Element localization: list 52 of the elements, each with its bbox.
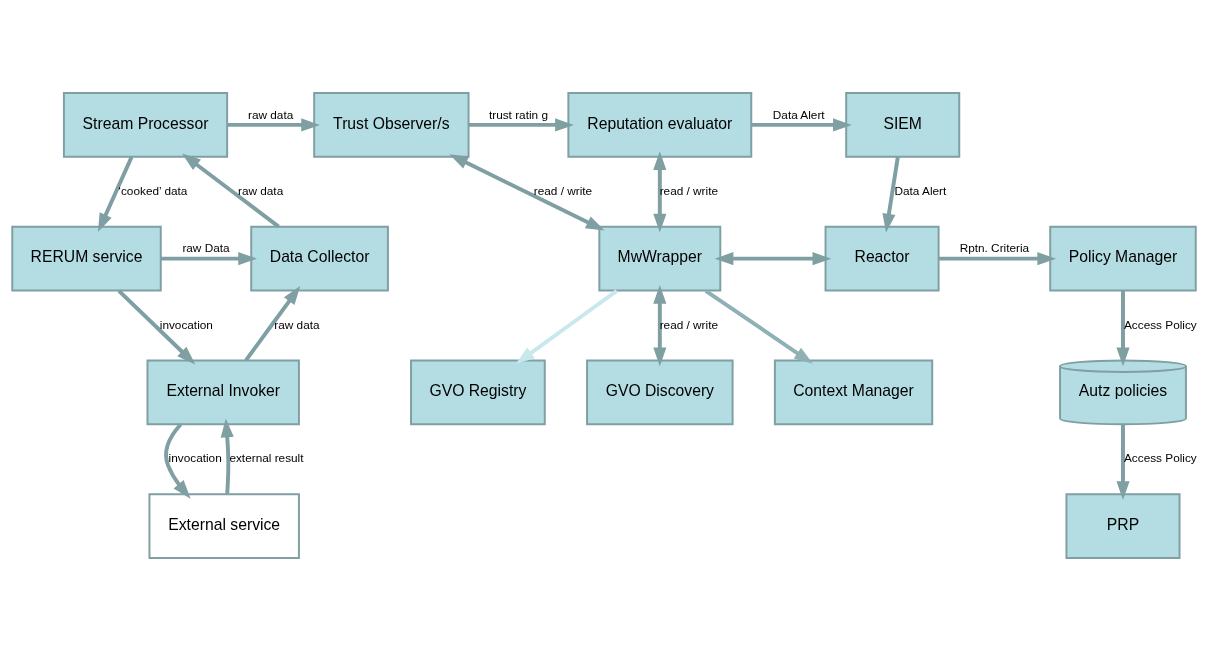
arrow — [449, 153, 605, 231]
edge-label: read / write — [659, 183, 719, 198]
node-box: Trust Observer/s — [313, 91, 470, 158]
edge-label: Access Policy — [1123, 450, 1197, 465]
edge-label: invocation — [159, 317, 213, 332]
arrow — [468, 117, 574, 131]
arrow — [515, 288, 618, 364]
arrow — [160, 251, 257, 265]
arrow — [653, 150, 667, 233]
node-box: RERUM service — [11, 225, 162, 292]
edge-label: Rptn. Criteria — [959, 240, 1030, 255]
node-box: PRP — [1065, 492, 1181, 559]
edge-label: Data Alert — [894, 183, 947, 198]
node-box: Data Collector — [250, 225, 389, 292]
edge-label: ‘cooked’ data — [118, 183, 188, 198]
node-box: GVO Registry — [410, 358, 546, 425]
arrow — [1116, 424, 1130, 500]
node-box: MwWrapper — [598, 225, 722, 292]
arrow — [220, 418, 234, 494]
node-box: Context Manager — [773, 358, 934, 425]
node-box: SIEM — [845, 91, 961, 158]
node-box: External Invoker — [146, 358, 300, 425]
edge-label: external result — [229, 450, 304, 465]
arrow — [1116, 290, 1130, 366]
node-box: Policy Manager — [1049, 225, 1197, 292]
arrow — [227, 117, 320, 131]
arrow — [164, 422, 191, 499]
edge-label: trust ratin g — [488, 107, 548, 122]
edge-label: Data Alert — [772, 107, 825, 122]
edge-label: raw data — [274, 317, 320, 332]
arrow — [653, 284, 667, 366]
node-box: GVO Discovery — [586, 358, 734, 425]
arrow — [882, 156, 900, 232]
edge-label: raw data — [248, 107, 294, 122]
node-box: Reactor — [824, 225, 940, 292]
arrow — [938, 251, 1057, 265]
edge-label: invocation — [168, 450, 222, 465]
node-box: Reputation evaluator — [567, 91, 753, 158]
arrow — [751, 117, 852, 131]
arrow — [244, 285, 301, 362]
edge-label: Access Policy — [1123, 317, 1197, 332]
arrow — [182, 153, 280, 228]
arrow — [97, 155, 134, 232]
edge-label: raw Data — [182, 240, 230, 255]
node-box: Stream Processor — [62, 91, 229, 158]
edge-label: read / write — [659, 317, 719, 332]
node-box: External service — [148, 492, 300, 559]
edge-label: read / write — [533, 183, 593, 198]
arrow — [704, 288, 813, 364]
arrow — [117, 288, 196, 364]
edge-label: raw data — [237, 183, 284, 198]
arrow — [714, 251, 832, 265]
